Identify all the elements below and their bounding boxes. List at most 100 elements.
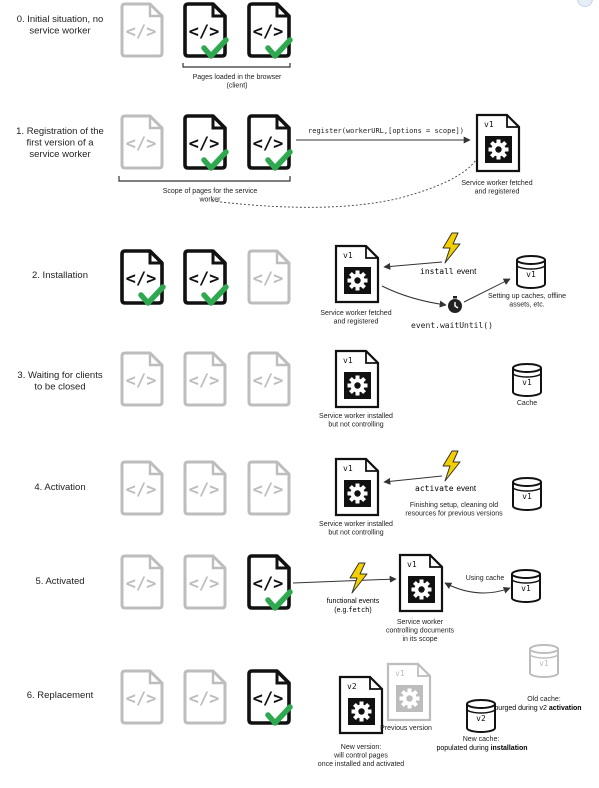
inactive-page-icon: </> (183, 460, 227, 516)
bracket (182, 63, 291, 68)
cache-version-label: v1 (539, 659, 549, 668)
code-glyph: </> (126, 480, 157, 500)
check-icon (265, 704, 293, 726)
functional-events-caption: functional events(e.g.fetch) (327, 598, 380, 614)
wait-until-code: event.waitUntil() (411, 321, 493, 330)
service-worker-icon: v1 (334, 457, 380, 517)
inactive-page-icon: </> (120, 2, 164, 58)
code-glyph: </> (189, 480, 220, 500)
cache-version-label: v1 (522, 378, 532, 387)
inactive-page-icon: </> (183, 351, 227, 407)
inactive-page-icon: </> (120, 351, 164, 407)
cache-version-label: v1 (526, 270, 536, 279)
check-icon (201, 37, 229, 59)
inactive-page-icon: </> (120, 669, 164, 725)
step-label-s2: 2. Installation (32, 270, 88, 281)
active-page-icon: </> (247, 2, 293, 59)
cache-version-label: v1 (522, 492, 532, 501)
cache-icon: v1 (512, 477, 542, 511)
cache-caption: Cache (517, 400, 537, 407)
timer-icon (448, 296, 462, 313)
lightning-event-icon (349, 562, 368, 594)
code-glyph: </> (253, 480, 284, 500)
inactive-page-icon: </> (247, 460, 291, 516)
old-cache-icon: v1 (529, 644, 559, 678)
code-glyph: </> (189, 134, 220, 154)
check-icon (201, 284, 229, 306)
inactive-page-icon: </> (120, 460, 164, 516)
previous-service-worker-icon: v1 (386, 662, 432, 722)
check-icon (265, 149, 293, 171)
active-page-icon: </> (247, 114, 293, 171)
old-cache-title: Old cache: (527, 696, 561, 703)
active-page-icon: </> (183, 2, 229, 59)
code-glyph: </> (189, 22, 220, 42)
inactive-page-icon: </> (183, 554, 227, 610)
inactive-page-icon: </> (247, 351, 291, 407)
check-icon (265, 37, 293, 59)
version-label: v1 (407, 560, 417, 569)
bracket (118, 176, 291, 182)
version-label: v1 (343, 251, 353, 260)
inactive-page-icon: </> (247, 249, 291, 305)
new-cache-caption: populated during installation (436, 745, 527, 752)
version-label: v1 (484, 120, 494, 129)
cache-icon: v1 (516, 255, 546, 289)
version-label: v1 (343, 464, 353, 473)
check-icon (138, 284, 166, 306)
activate-event-arrow (383, 475, 443, 485)
code-glyph: </> (126, 371, 157, 391)
active-page-icon: </> (183, 114, 229, 171)
lightning-event-icon (442, 450, 461, 482)
inactive-page-icon: </> (120, 114, 164, 170)
service-worker-icon: v1 (334, 244, 380, 304)
code-glyph: </> (126, 689, 157, 709)
cache-version-label: v2 (476, 714, 486, 723)
code-glyph: </> (253, 371, 284, 391)
version-label: v1 (395, 669, 405, 678)
waituntil-arrow (381, 285, 447, 308)
old-cache-caption: purged during v2 activation (494, 705, 581, 712)
code-glyph: </> (126, 22, 157, 42)
cache-setup-arrow (463, 278, 511, 303)
install-event-arrow (383, 261, 443, 270)
cache-icon: v1 (511, 569, 541, 603)
functional-events-arrow (292, 575, 397, 584)
code-glyph: </> (253, 134, 284, 154)
inactive-page-icon: </> (120, 554, 164, 610)
register-call-code: register(workerURL,[options = scope]) (308, 127, 464, 135)
previous-version-caption: Previous version (380, 725, 432, 732)
using-cache-arrow (444, 582, 511, 594)
service-worker-icon: v1 (475, 113, 521, 173)
code-glyph: </> (189, 269, 220, 289)
cache-version-label: v1 (521, 584, 531, 593)
code-glyph: </> (253, 574, 284, 594)
code-glyph: </> (126, 269, 157, 289)
code-glyph: </> (189, 689, 220, 709)
service-worker-icon: v1 (398, 553, 444, 613)
version-label: v2 (347, 682, 357, 691)
lightning-event-icon (442, 232, 461, 264)
code-glyph: </> (189, 371, 220, 391)
pages-loaded-caption: Pages loaded in the browser(client) (193, 74, 282, 90)
code-glyph: </> (126, 134, 157, 154)
code-glyph: </> (253, 689, 284, 709)
version-label: v1 (343, 356, 353, 365)
active-page-icon: </> (183, 249, 229, 306)
service-worker-icon: v1 (334, 349, 380, 409)
